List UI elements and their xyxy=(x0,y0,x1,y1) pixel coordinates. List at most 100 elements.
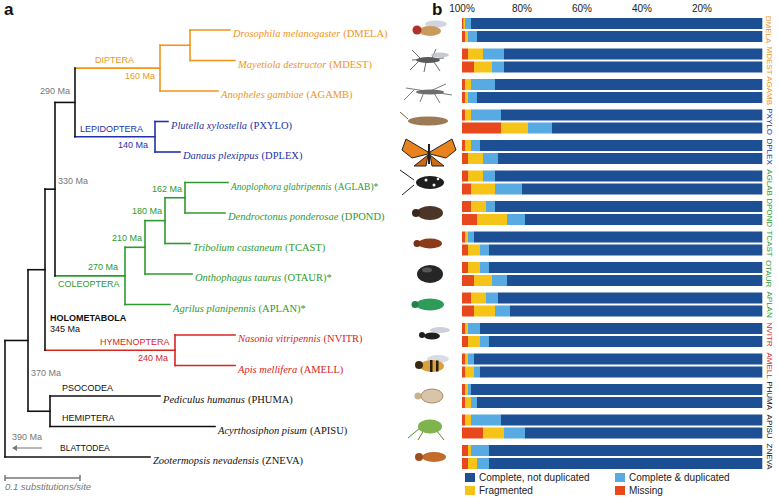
bar-segment xyxy=(465,384,468,395)
label-holder: Anopheles gambiae(AGAMB) xyxy=(221,84,353,102)
species-name: Plutella xylostella xyxy=(171,120,247,132)
tree-branch xyxy=(190,60,235,62)
species-code: (ZNEVA) xyxy=(262,455,303,467)
tree-branch xyxy=(145,220,165,222)
bar-segment xyxy=(471,201,486,212)
bar-segment xyxy=(480,140,762,151)
bar-segment xyxy=(468,92,477,103)
label-holder: 345 Ma xyxy=(50,324,80,334)
bar-segment xyxy=(468,245,480,256)
bar-segment xyxy=(480,323,762,334)
tree-branch xyxy=(160,90,218,92)
label-holder: Danaus plexippus(DPLEX) xyxy=(183,145,302,163)
bar-segment xyxy=(477,214,507,225)
label-holder: AMELL xyxy=(756,361,778,370)
bar-segment xyxy=(471,18,762,29)
bar-segment xyxy=(462,201,471,212)
label-holder: 160 Ma xyxy=(125,71,155,81)
honeybee-picture xyxy=(415,355,449,372)
mosquito-picture xyxy=(404,84,452,103)
bar-segment xyxy=(468,336,480,347)
bar-segment xyxy=(471,79,495,90)
tree-branch xyxy=(50,426,215,428)
species-code-tag: DPLEX xyxy=(764,139,773,165)
label-holder: 40% xyxy=(632,3,652,15)
bar-segment xyxy=(468,49,483,60)
label-holder: TCAST xyxy=(756,239,778,248)
bar-segment xyxy=(471,140,480,151)
label-holder: Mayetiola destructor(MDEST) xyxy=(238,54,372,72)
bar-segment xyxy=(462,293,471,304)
bar-segment xyxy=(471,384,762,395)
aphid-picture xyxy=(408,420,444,441)
axis-tick-label: 40% xyxy=(632,3,652,15)
species-code: (DMELA) xyxy=(343,28,387,40)
bar-segment xyxy=(462,384,465,395)
species-code: (APISU) xyxy=(310,425,347,437)
pine-beetle-picture xyxy=(412,206,443,220)
bar-segment xyxy=(492,62,504,73)
legend-text: Complete & duplicated xyxy=(629,472,730,484)
species-name: Zootermopsis nevadensis xyxy=(153,455,259,467)
clade-name: BLATTODEA xyxy=(60,444,110,454)
axis-tick-label: 80% xyxy=(512,3,532,15)
legend-text: Complete, not duplicated xyxy=(479,472,590,484)
bar-segment xyxy=(480,336,489,347)
axis-tick-label: 60% xyxy=(572,3,592,15)
label-holder: Zootermopsis nevadensis(ZNEVA) xyxy=(153,450,303,468)
divergence-age: 140 Ma xyxy=(118,140,148,150)
species-code-tag: TCAST xyxy=(764,230,773,256)
tree-node-line xyxy=(159,45,161,91)
clade-name: LEPIDOPTERA xyxy=(80,124,143,134)
label-holder: 60% xyxy=(572,3,592,15)
bar-segment xyxy=(468,445,471,456)
bar-segment xyxy=(462,49,468,60)
termite-picture xyxy=(415,452,446,462)
label-holder: 290 Ma xyxy=(40,86,70,96)
emerald-borer-picture xyxy=(412,299,445,311)
tree-node-line xyxy=(189,30,191,61)
tree-branch xyxy=(75,67,160,69)
bar-segment xyxy=(507,214,525,225)
clade-name: HEMIPTERA xyxy=(62,413,115,423)
label-holder: ZNEVA xyxy=(756,452,778,461)
label-holder: Drosophila melanogaster(DMELA) xyxy=(233,23,388,41)
panel-letter: a xyxy=(4,0,13,20)
dung-beetle-picture xyxy=(417,265,443,283)
tree-node-line xyxy=(164,198,166,244)
bar-segment xyxy=(462,62,474,73)
tree-node-line xyxy=(4,340,6,457)
bar-segment xyxy=(507,275,762,286)
bar-segment xyxy=(462,367,465,378)
label-holder: Dendroctonus ponderosae(DPOND) xyxy=(228,206,385,224)
label-holder: Apis mellifera(AMELL) xyxy=(238,359,343,377)
legend-swatch xyxy=(615,486,625,495)
species-code: (DPLEX) xyxy=(262,150,303,162)
bar-segment xyxy=(465,397,471,408)
tree-branch xyxy=(155,121,168,123)
divergence-age: 330 Ma xyxy=(58,176,88,186)
bar-segment xyxy=(501,110,762,121)
louse-picture xyxy=(415,389,444,403)
label-holder: 390 Ma xyxy=(12,432,42,442)
bar-segment xyxy=(483,49,504,60)
label-holder: 80% xyxy=(512,3,532,15)
label-holder: COLEOPTERA xyxy=(58,279,120,289)
bar-segment xyxy=(489,445,762,456)
tree-branch xyxy=(125,304,170,306)
bar-segment xyxy=(462,31,465,42)
bar-segment xyxy=(465,354,468,365)
label-holder: Anoplophora glabripennis(AGLAB)* xyxy=(231,176,378,194)
species-code-tag: PXYLO xyxy=(764,108,773,135)
tree-branch xyxy=(5,340,28,342)
bar-segment xyxy=(471,415,501,426)
bar-segment xyxy=(477,31,762,42)
species-name: Pediculus humanus xyxy=(163,394,245,406)
label-holder: BLATTODEA xyxy=(60,444,110,454)
species-name: Danaus plexippus xyxy=(183,150,259,162)
species-code: (PXYLO) xyxy=(250,120,292,132)
species-name: Dendroctonus ponderosae xyxy=(228,211,338,223)
label-holder: 20% xyxy=(692,3,712,15)
clade-name: PSOCODEA xyxy=(62,383,113,393)
butterfly-picture xyxy=(402,139,456,166)
